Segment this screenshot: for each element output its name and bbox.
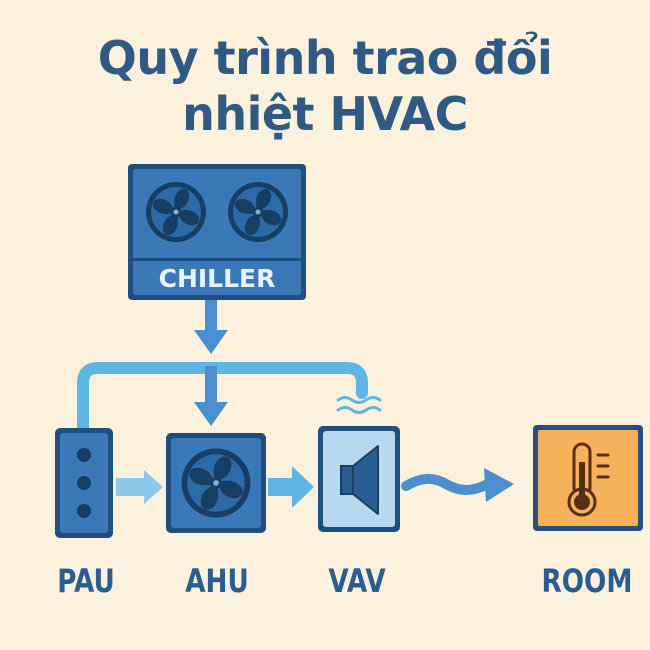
indicator-dots-icon [77,448,91,518]
diagram-title: Quy trình trao đổi nhiệt HVAC [0,30,650,142]
arrow-to-ahu [194,366,228,426]
arrow-ahu-to-vav [268,466,314,508]
fan-icon [228,182,288,242]
fan-icon [146,182,206,242]
chiller-unit: CHILLER [128,164,306,300]
ahu-label: AHU [185,562,249,599]
damper-speaker-icon [340,445,379,515]
thermometer-icon [567,442,610,517]
room-unit [533,425,643,531]
supply-pipe-network [77,362,368,434]
arrow-vav-to-room [401,468,514,502]
ahu-unit [166,433,266,533]
arrow-chiller-down [194,298,228,354]
airflow-wave-icon [336,396,382,414]
title-line-2: nhiệt HVAC [182,87,468,141]
chiller-label: CHILLER [159,264,276,293]
vav-unit [318,426,400,532]
fan-icon [181,448,251,518]
room-label: ROOM [542,562,633,599]
arrow-pau-to-ahu [116,470,163,504]
pau-unit [55,428,113,538]
pau-label: PAU [57,562,115,599]
vav-label: VAV [328,562,386,599]
title-line-1: Quy trình trao đổi [97,31,553,85]
